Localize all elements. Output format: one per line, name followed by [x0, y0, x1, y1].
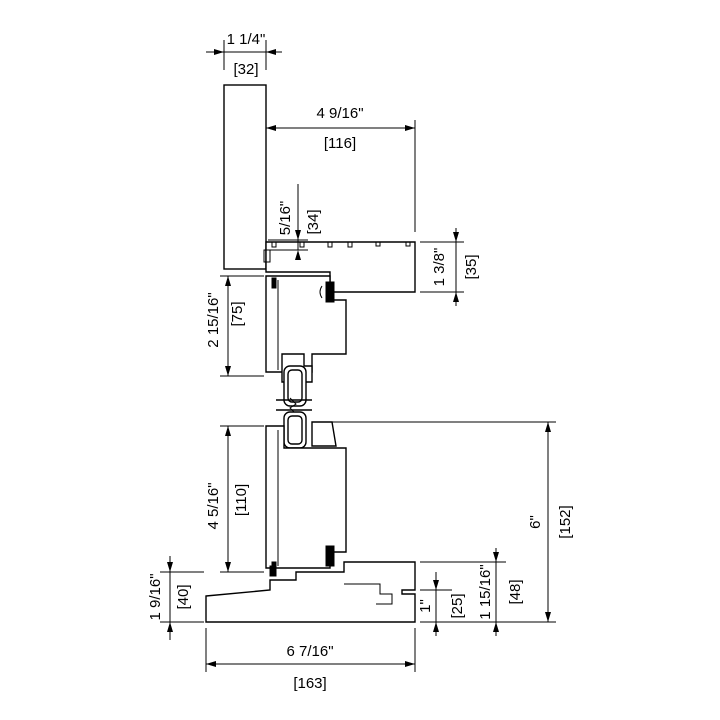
label-sill-step-mm: [25] — [449, 593, 466, 618]
label-stop-in: 5/16" — [277, 201, 294, 236]
label-overall-in: 6" — [527, 515, 544, 529]
dim-sill-width — [205, 628, 416, 672]
label-sill-width-mm: [163] — [293, 675, 326, 692]
top-seal — [325, 281, 335, 303]
head-notches — [271, 242, 411, 248]
label-sill-height-mm: [40] — [175, 584, 192, 609]
dim-frame-depth — [266, 120, 416, 232]
dim-head-width — [206, 40, 282, 70]
top-weather-clip — [271, 277, 277, 289]
label-head-width-mm: [32] — [233, 61, 258, 78]
label-stop-mm: [34] — [305, 209, 322, 234]
dim-sill-step — [420, 572, 452, 636]
label-bottom-rail-in: 4 5/16" — [205, 482, 222, 529]
dim-top-rail — [220, 275, 264, 377]
dim-sill-rise — [420, 548, 506, 636]
break-symbol — [289, 397, 297, 415]
bottom-sash — [265, 425, 347, 573]
top-sash — [265, 275, 347, 373]
label-overall-mm: [152] — [557, 505, 574, 538]
label-sill-height-in: 1 9/16" — [147, 573, 164, 620]
bottom-seal — [325, 545, 335, 567]
sill — [205, 561, 416, 623]
bottom-sash-profile — [265, 425, 347, 569]
dim-head-height — [420, 228, 464, 306]
label-head-height-mm: [35] — [463, 254, 480, 279]
glazing-unit — [276, 353, 337, 449]
dim-bottom-rail — [220, 425, 264, 573]
label-head-width-in: 1 1/4" — [227, 31, 266, 48]
label-frame-depth-in: 4 9/16" — [316, 105, 363, 122]
dim-overall — [330, 421, 556, 623]
label-sill-step-in: 1" — [417, 599, 434, 613]
label-top-rail-in: 2 15/16" — [205, 292, 222, 347]
lower-bead — [311, 421, 337, 447]
dim-sill-height — [160, 556, 204, 640]
label-top-rail-mm: [75] — [229, 301, 246, 326]
label-bottom-rail-mm: [110] — [233, 484, 250, 516]
head-block — [223, 84, 267, 270]
label-sill-rise-in: 1 15/16" — [477, 564, 494, 619]
label-sill-rise-mm: [48] — [507, 579, 524, 604]
label-frame-depth-mm: [116] — [324, 135, 356, 152]
dim-stop — [268, 184, 308, 260]
label-head-height-in: 1 3/8" — [431, 248, 448, 287]
label-sill-width-in: 6 7/16" — [286, 643, 333, 660]
sill-profile — [205, 561, 416, 623]
head-jamb — [223, 84, 416, 293]
